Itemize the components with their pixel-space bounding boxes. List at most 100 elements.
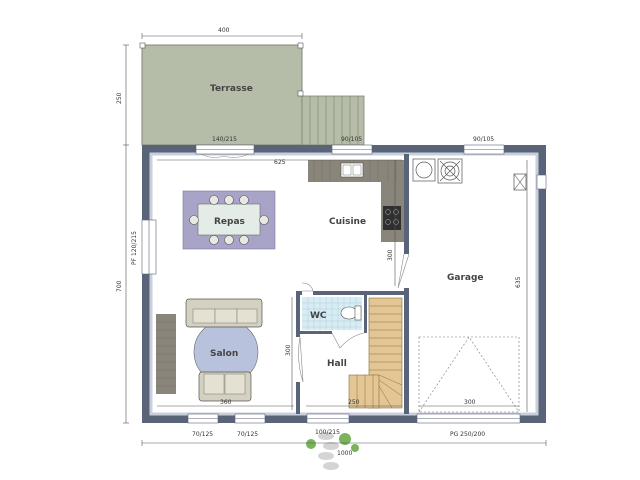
dim-house-width: 1000: [337, 450, 352, 457]
room-label-salon: Salon: [210, 349, 238, 359]
hall-wall-left-lower: [296, 382, 300, 414]
terrace-post-icon: [297, 90, 304, 97]
dim-terrace-depth: 250: [116, 92, 123, 104]
stepping-stone-icon: [318, 432, 334, 440]
stepping-stone-icon: [318, 452, 334, 460]
washer-drum-icon: [415, 161, 433, 179]
toilet-tank-icon: [354, 305, 362, 321]
dim-salon-width: 360: [220, 399, 232, 406]
dim-house-depth: 700: [116, 280, 123, 292]
burner-icon: [385, 219, 391, 225]
terrace-post-icon: [139, 42, 146, 49]
door-swing-wc: [331, 332, 365, 349]
room-label-wc: WC: [310, 311, 327, 321]
boiler-ring-icon: [444, 165, 456, 177]
hall-wall-left: [296, 291, 300, 337]
kitchen: Cuisine: [308, 160, 404, 242]
wc-room: WC: [302, 297, 362, 330]
burner-icon: [393, 209, 399, 215]
sink-bowl-left: [342, 164, 352, 176]
garage-partition-lower: [404, 288, 409, 414]
dim-garage-width: 300: [464, 399, 476, 406]
dimension-lines: [123, 33, 547, 446]
entrance-path: [306, 432, 359, 470]
chair-icon: [224, 195, 234, 205]
counter-texture: [313, 160, 397, 182]
sofa-top-seat: [192, 308, 216, 324]
chair-icon: [209, 235, 219, 245]
interior-walls: [296, 154, 409, 414]
chair-icon: [209, 195, 219, 205]
dim-stair-width: 250: [348, 399, 360, 406]
hall-wall-top: [313, 291, 404, 295]
outer-wall-left: [142, 145, 151, 423]
dim-window-top-left: 140/215: [212, 136, 237, 143]
dining-area: Repas: [182, 190, 276, 250]
stepping-stone-icon: [323, 462, 339, 470]
chair-icon: [239, 195, 249, 205]
sofa-bottom-seat: [203, 373, 225, 395]
stepping-stone-icon: [323, 442, 339, 450]
window-top-left-swing: [200, 153, 250, 158]
shrub-icon: [306, 439, 316, 449]
burner-icon: [393, 219, 399, 225]
door-swing-hall-top: [301, 282, 314, 292]
sink-bowl-right: [352, 164, 362, 176]
dining-chairs: [189, 195, 269, 245]
shrub-icon: [351, 444, 359, 452]
door-swings: [298, 253, 410, 383]
shrub-icon: [339, 433, 351, 445]
dim-hall-depth: 300: [285, 344, 292, 356]
stairs-landing: [348, 374, 380, 409]
boiler-cross-icon: [439, 160, 461, 182]
room-label-repas: Repas: [214, 217, 245, 227]
door-swing-hall: [298, 336, 304, 383]
dim-garage-depth: 635: [515, 276, 522, 288]
dim-door-front: 100/215: [315, 429, 340, 436]
terrace-post-icon: [297, 42, 304, 49]
outer-wall-right: [537, 145, 546, 423]
dim-window-bottom-1: 70/125: [192, 431, 213, 438]
room-label-garage: Garage: [447, 273, 484, 283]
door-swing-garage: [397, 253, 410, 289]
garage-partition: [404, 154, 409, 254]
dim-living-width: 625: [274, 159, 286, 166]
dim-window-top-right: 90/105: [473, 136, 494, 143]
sofa-top-seat: [214, 308, 238, 324]
boiler-ring-icon: [440, 161, 460, 181]
sofa-bottom-seat: [224, 373, 246, 395]
electrical-panel-cross-icon: [513, 173, 527, 191]
cooktop-icon: [383, 206, 401, 230]
chair-icon: [224, 235, 234, 245]
garage-side-window: [536, 174, 547, 190]
terrace-slab: [141, 44, 303, 146]
dim-terrace-width: 400: [218, 27, 230, 34]
dim-kitchen-depth: 300: [387, 249, 394, 261]
dim-window-bottom-2: 70/125: [237, 431, 258, 438]
wall-openings: [141, 144, 547, 424]
terrace-step-lines: [309, 96, 359, 145]
dim-window-left: PF 120/215: [131, 231, 138, 265]
wc-wall-right: [364, 295, 367, 333]
chair-icon: [259, 215, 269, 225]
car-parking-outline: [418, 336, 520, 413]
room-label-hall: Hall: [327, 359, 347, 369]
terrace: Terrasse: [139, 42, 365, 146]
dim-garage-door: PG 250/200: [450, 431, 485, 438]
dimension-labels: 400 250 700 1000 625 140/215 90/105 90/1…: [116, 27, 522, 457]
dim-window-top-mid: 90/105: [341, 136, 362, 143]
chair-icon: [239, 235, 249, 245]
sofa-top-seat: [236, 308, 258, 324]
terrace-steps: [301, 95, 365, 146]
tv-unit-texture: [156, 321, 176, 387]
toilet-icon: [340, 306, 358, 320]
burner-icon: [385, 209, 391, 215]
garage: Garage: [412, 158, 527, 413]
chair-icon: [189, 215, 199, 225]
wc-wall-bottom: [300, 331, 332, 334]
room-label-terrasse: Terrasse: [210, 84, 253, 94]
hall: Hall: [327, 297, 403, 409]
living-room: Salon: [156, 298, 263, 402]
stair-steps: [356, 305, 403, 409]
